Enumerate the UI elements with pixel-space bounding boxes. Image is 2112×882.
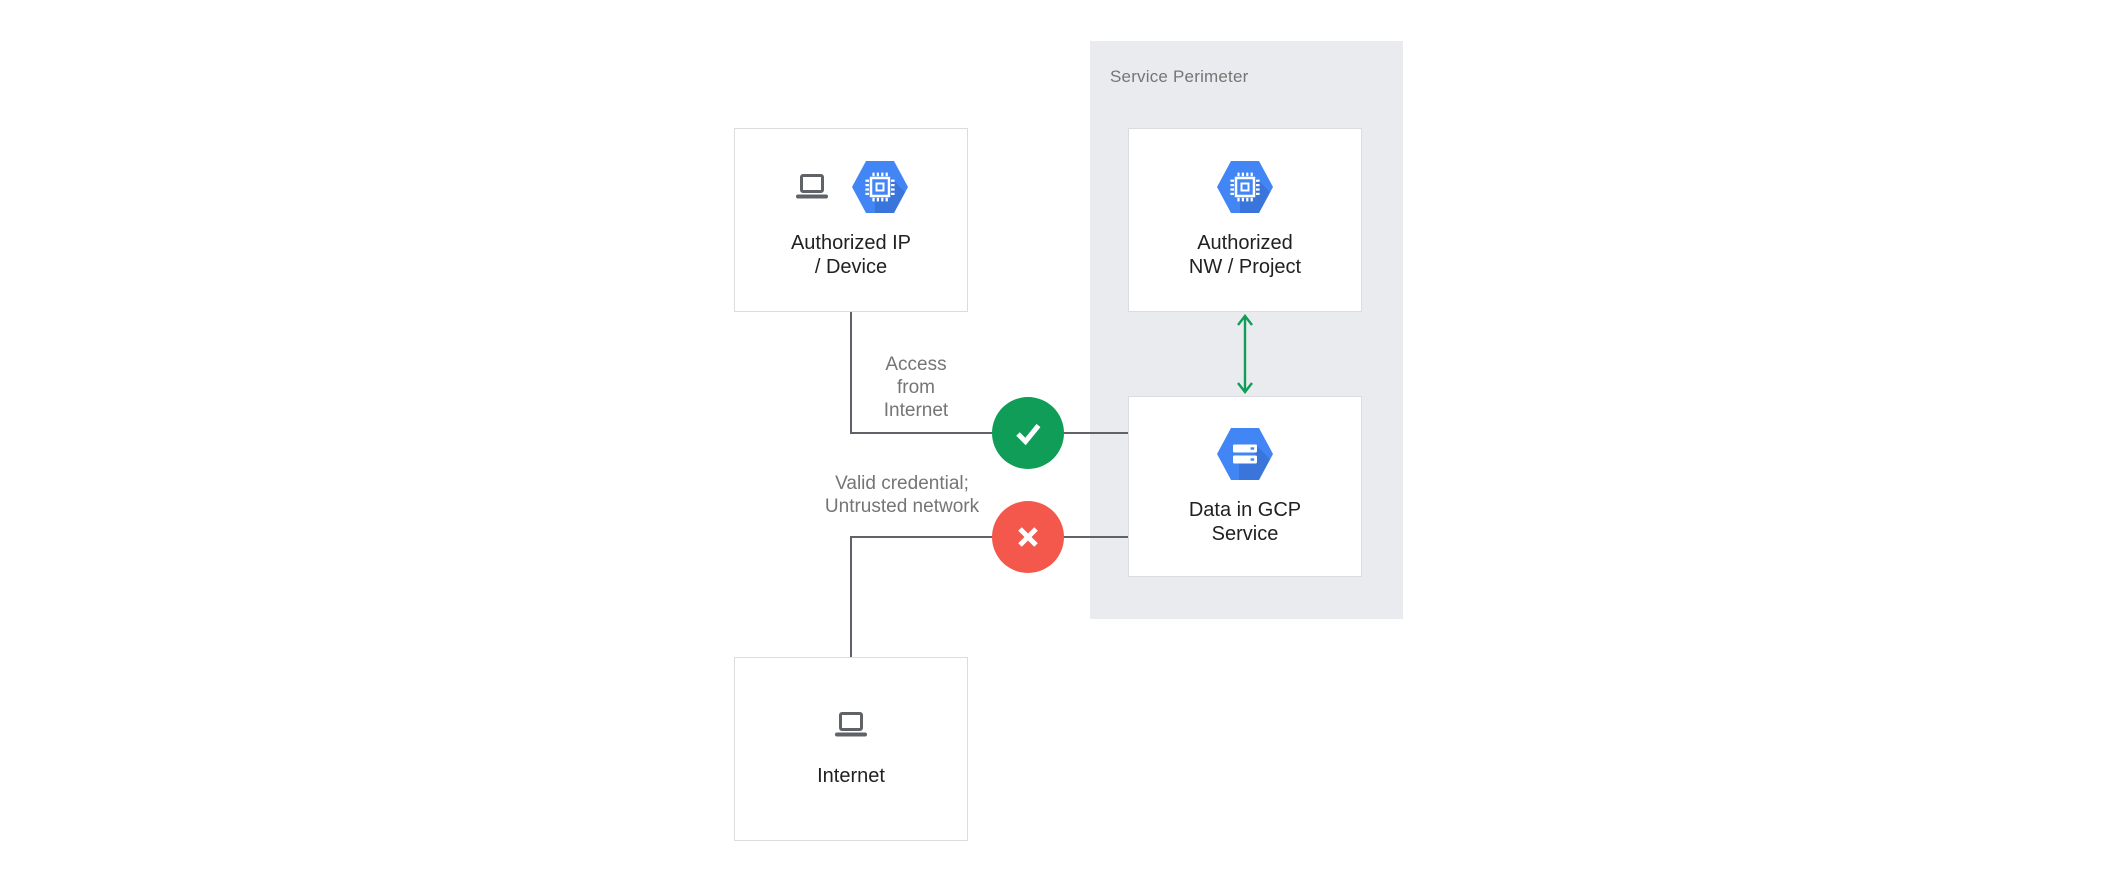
access-label-line1: Access — [885, 354, 947, 375]
data-gcp-icon-row — [1217, 427, 1273, 480]
internet-label: Internet — [817, 764, 885, 788]
data-gcp-label: Data in GCP Service — [1189, 498, 1301, 546]
check-icon — [1016, 423, 1041, 446]
allowed-status-badge — [992, 397, 1064, 469]
service-perimeter-title: Service Perimeter — [1110, 67, 1249, 86]
authorized-ip-label: Authorized IP / Device — [791, 231, 911, 279]
authorized-ip-label-line1: Authorized IP — [790, 232, 912, 254]
data-gcp-label-line1: Data in GCP — [1188, 498, 1302, 521]
denied-status-badge — [992, 501, 1064, 573]
node-data-in-gcp-service: Data in GCP Service — [1128, 396, 1362, 577]
internet-icon-row — [833, 710, 869, 740]
connector-access-horizontal — [850, 432, 1128, 434]
authorized-ip-label-line2: / Device — [814, 256, 888, 278]
internet-label-line1: Internet — [817, 765, 885, 787]
untrusted-label-line2: Untrusted network — [824, 496, 980, 517]
authorized-nw-icon-row — [1217, 161, 1273, 213]
laptop-icon — [796, 174, 828, 199]
authorized-nw-label-line2: NW / Project — [1188, 256, 1302, 278]
node-internet: Internet — [734, 657, 968, 841]
connector-authorized-ip-down — [850, 312, 852, 433]
access-label-line3: Internet — [883, 400, 949, 421]
access-label-line2: from — [897, 377, 935, 398]
gcp-compute-hexagon-icon — [1217, 161, 1273, 213]
bidirectional-arrow-icon — [1237, 314, 1253, 394]
authorized-nw-label: Authorized NW / Project — [1189, 231, 1301, 279]
untrusted-network-label: Valid credential; Untrusted network — [800, 472, 1004, 518]
connector-untrusted-horizontal — [850, 536, 1128, 538]
untrusted-label-line1: Valid credential; — [835, 473, 969, 494]
authorized-ip-icon-row — [794, 161, 908, 213]
authorized-nw-label-line1: Authorized — [1197, 232, 1293, 254]
gcp-compute-hexagon-icon — [852, 161, 908, 213]
access-from-internet-label: Access from Internet — [856, 353, 976, 422]
laptop-icon — [835, 712, 867, 737]
node-authorized-ip-device: Authorized IP / Device — [734, 128, 968, 312]
cross-icon — [1018, 527, 1038, 547]
gcp-storage-hexagon-icon — [1217, 427, 1273, 480]
connector-internet-up — [850, 537, 852, 657]
data-gcp-label-line2: Service — [1211, 522, 1279, 545]
node-authorized-nw-project: Authorized NW / Project — [1128, 128, 1362, 312]
